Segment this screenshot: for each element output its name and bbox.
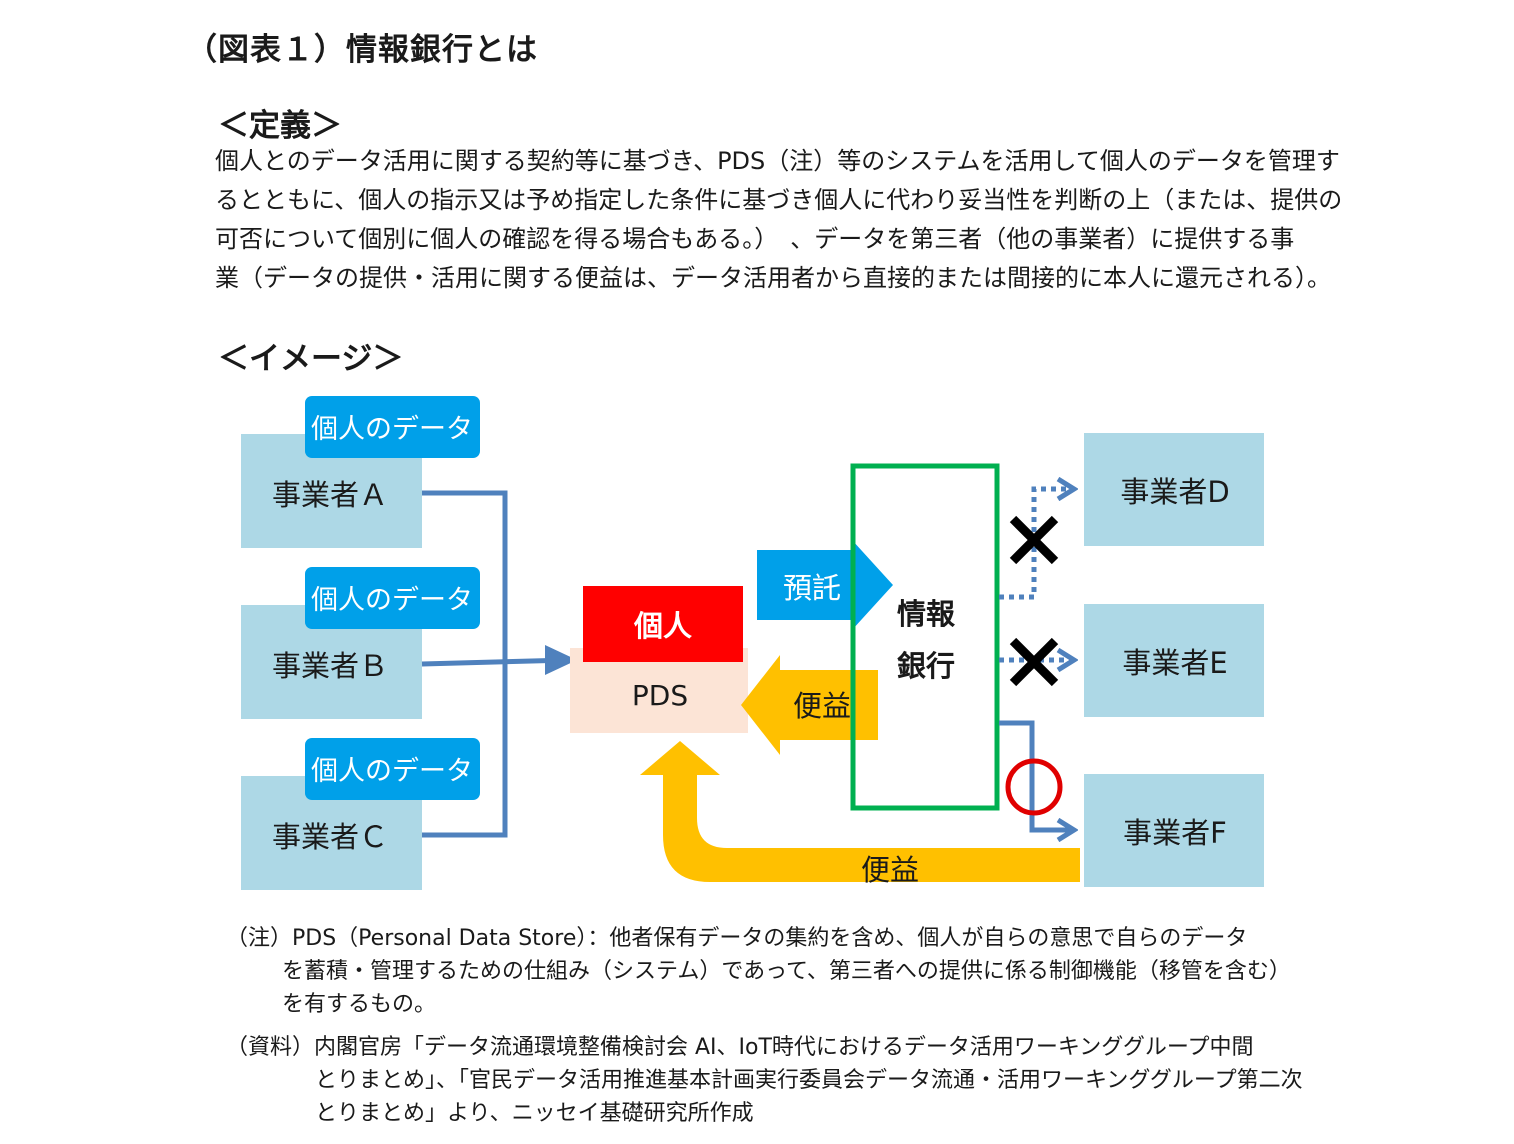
blocked-cross-icon [1009,515,1059,565]
definition-line: るとともに、個人の指示又は予め指定した条件に基づき個人に代わり妥当性を判断の上（… [215,186,1343,214]
image-heading: ＜イメージ＞ [218,341,404,377]
note-line: を有するもの。 [282,992,437,1017]
pds-box [570,648,748,733]
recipient-box-d [1084,433,1264,546]
individual-label: 個人 [633,609,692,643]
recipient-e-label: 事業者E [1122,646,1227,680]
provider-b-label: 事業者Ｂ [272,649,388,683]
definition-text: 個人とのデータ活用に関する契約等に基づき、PDS（注）等のシステムを活用して個人… [215,142,1345,298]
definition-line: 個人とのデータ活用に関する契約等に基づき、PDS（注）等のシステムを活用して個人… [215,147,1340,175]
entrust-label: 預託 [783,571,841,605]
pds-note: （注）PDS（Personal Data Store）：他者保有データの集約を含… [226,922,1291,1021]
provider-a-label: 事業者Ａ [272,478,388,512]
benefit-label-large: 便益 [861,853,919,887]
recipient-d-label: 事業者D [1120,475,1229,509]
provider-c-label: 事業者Ｃ [272,820,388,854]
source-line: （資料）内閣官房「データ流通環境整備検討会 AI、IoT時代におけるデータ活用ワ… [226,1035,1254,1060]
benefit-label-small: 便益 [793,689,851,723]
benefit-arrow-small [741,655,878,755]
personal-data-tag [305,567,480,629]
note-line: を蓄積・管理するための仕組み（システム）であって、第三者への提供に係る制御機能（… [282,959,1291,984]
information-bank-label-line1: 情報 [897,597,956,631]
definition-heading: ＜定義＞ [218,108,342,144]
blocked-flow-to-d [999,489,1074,600]
personal-data-tag-label: 個人のデータ [311,585,473,616]
arrowhead-to-pds [545,645,577,675]
individual-box [583,586,743,662]
recipient-box-e [1084,604,1264,717]
personal-data-tag-label: 個人のデータ [311,756,473,787]
pds-label: PDS [632,679,688,712]
recipient-f-label: 事業者F [1123,816,1227,850]
personal-data-tag [305,396,480,458]
definition-line: 可否について個別に個人の確認を得る場合もある。） 、データを第三者（他の事業者）… [215,225,1295,253]
personal-data-tag [305,738,480,800]
source-line: とりまとめ」、「官民データ活用推進基本計画実行委員会データ流通・活用ワーキンググ… [315,1068,1303,1093]
entrust-arrow [757,540,893,630]
blocked-cross-icon [1009,637,1059,687]
note-line: （注）PDS（Personal Data Store）：他者保有データの集約を含… [226,926,1248,951]
allowed-circle-icon [1005,758,1063,816]
information-bank-label-line2: 銀行 [897,649,955,683]
figure-title: （図表１）情報銀行とは [186,32,538,68]
information-bank-box [850,463,1000,811]
benefit-arrow-large [640,741,1080,882]
definition-line: 業（データの提供・活用に関する便益は、データ活用者から直接的または間接的に本人に… [215,264,1331,292]
recipient-box-f [1084,774,1264,887]
source-note: （資料）内閣官房「データ流通環境整備検討会 AI、IoT時代におけるデータ活用ワ… [226,1031,1303,1130]
allowed-flow-to-f [999,720,1074,830]
personal-data-tag-label: 個人のデータ [311,414,473,445]
source-line: とりまとめ」より、ニッセイ基礎研究所作成 [315,1101,754,1126]
